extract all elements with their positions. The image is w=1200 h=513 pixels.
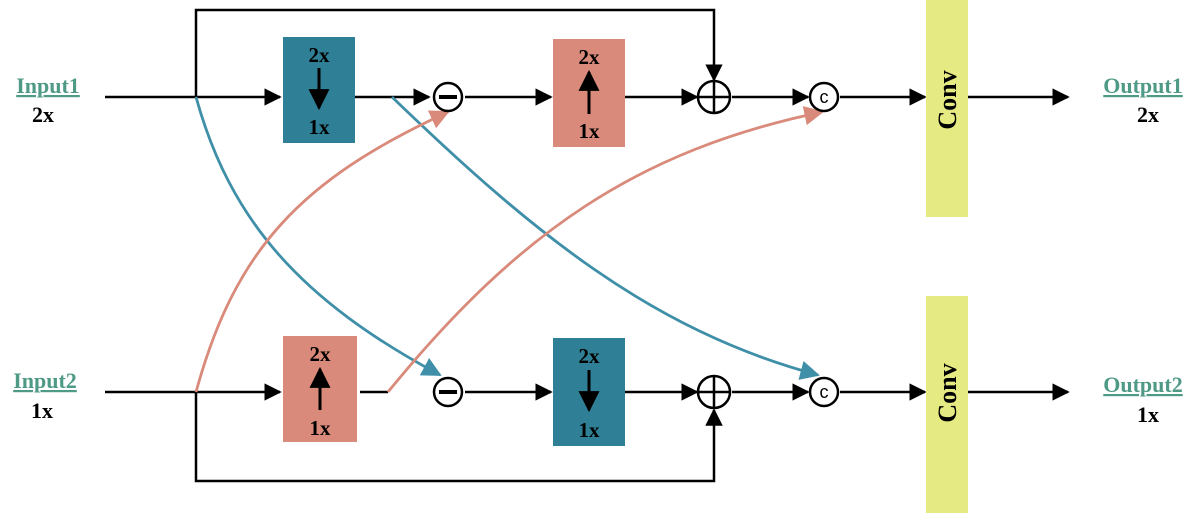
input2-label: Input2: [13, 368, 77, 393]
bottom-upsample-block: 2x 1x: [283, 336, 357, 442]
top-conv-label: Conv: [933, 70, 962, 129]
output2-label: Output2: [1103, 372, 1182, 397]
top-upsample-block: 2x 1x: [553, 39, 625, 147]
concat-icon: [808, 81, 840, 113]
bottom-conv-block: Conv: [926, 296, 968, 513]
bottom-upsample-from: 2x: [310, 342, 332, 366]
bottom-skip-connection: [194, 392, 723, 483]
teal-curve-down-to-bottom-concat: [391, 95, 820, 380]
salmon-curve-up-to-top-concat: [386, 106, 824, 393]
bottom-conv-rect: [926, 296, 968, 513]
output1-scale: 2x: [1137, 102, 1159, 127]
bottom-downsample-block: 2x 1x: [553, 338, 625, 446]
bottom-branch-wires: [105, 383, 1070, 483]
bottom-downsample-from: 2x: [579, 344, 601, 368]
cross-connections: [194, 95, 824, 393]
top-upsample-from: 2x: [579, 45, 601, 69]
top-concat-op: c: [808, 81, 840, 113]
concat-icon: [808, 376, 840, 408]
input1-label: Input1: [16, 73, 80, 98]
top-conv-rect: [926, 0, 968, 217]
top-downsample-block: 2x 1x: [283, 37, 355, 143]
top-add-op: [696, 79, 732, 115]
bottom-upsample-to: 1x: [310, 416, 332, 440]
top-downsample-to: 1x: [309, 115, 331, 139]
concat-symbol: c: [820, 87, 829, 107]
output1-label: Output1: [1103, 73, 1182, 98]
output2-scale: 1x: [1137, 402, 1159, 427]
input2-scale: 1x: [31, 398, 53, 423]
top-downsample-from: 2x: [309, 43, 331, 67]
bottom-concat-op: c: [808, 376, 840, 408]
top-upsample-to: 1x: [579, 119, 601, 143]
concat-symbol: c: [820, 382, 829, 402]
top-branch-wires: [105, 8, 1070, 106]
top-conv-block: Conv: [926, 0, 968, 217]
top-subtract-op: [432, 81, 464, 113]
input1-scale: 2x: [32, 102, 54, 127]
salmon-curve-input2-to-top-subtract: [194, 110, 450, 393]
bottom-add-op: [696, 374, 732, 410]
bottom-conv-label: Conv: [933, 363, 962, 422]
top-skip-connection: [194, 8, 723, 97]
bottom-subtract-op: [432, 376, 464, 408]
bottom-downsample-to: 1x: [579, 418, 601, 442]
teal-curve-input1-to-bottom-subtract: [194, 96, 442, 377]
